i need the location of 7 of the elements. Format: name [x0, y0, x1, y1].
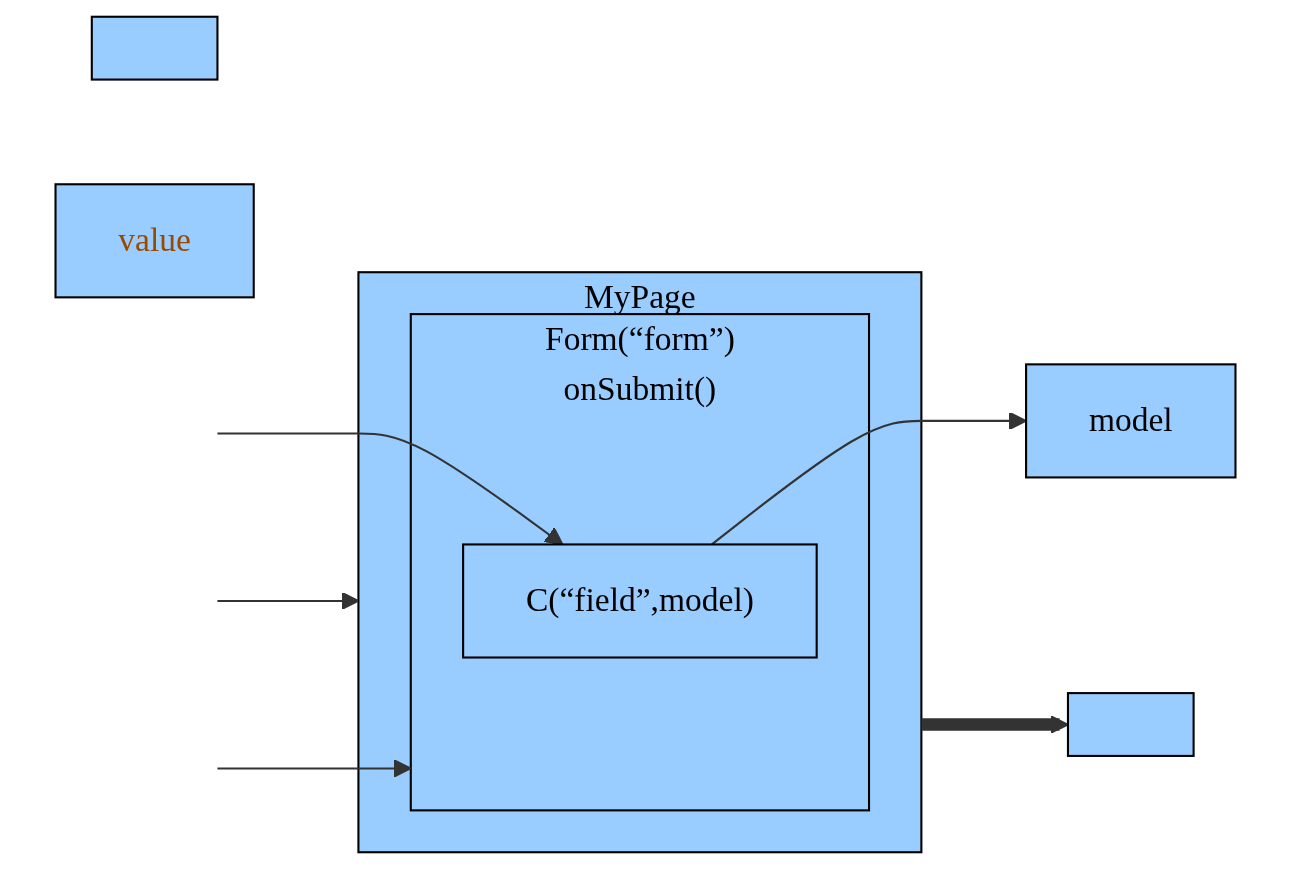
arrow	[217, 759, 412, 778]
node-box	[90, 15, 219, 81]
node-box: model	[1025, 363, 1237, 479]
node-box	[1066, 692, 1195, 757]
node-box: C(“field”,model)	[462, 543, 818, 659]
arrow	[217, 591, 360, 611]
node-box: value	[54, 183, 255, 299]
